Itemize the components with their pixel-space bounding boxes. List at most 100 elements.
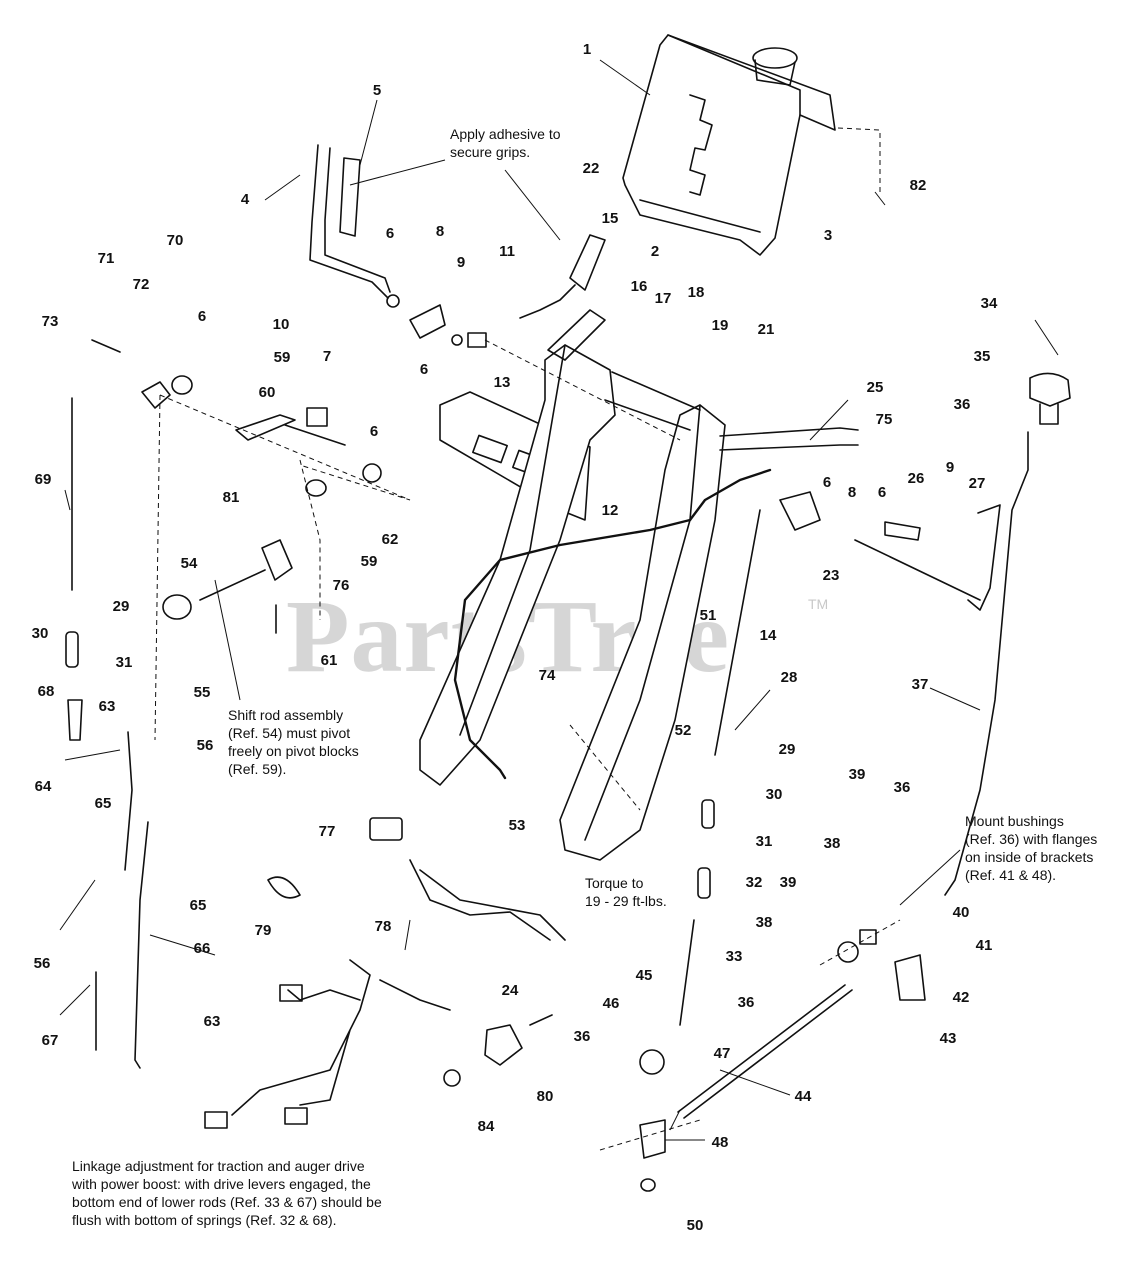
callout-42: 42 — [953, 989, 970, 1006]
callout-37: 37 — [912, 676, 929, 693]
shift-lever-part — [235, 414, 346, 446]
leader-line — [149, 934, 216, 956]
callout-65: 65 — [190, 897, 207, 914]
note-line: 19 - 29 ft-lbs. — [585, 893, 667, 909]
callout-6: 6 — [198, 308, 206, 325]
clip-79-part — [267, 876, 301, 899]
note-line: (Ref. 54) must pivot — [228, 725, 351, 741]
bracket-26-part — [884, 521, 921, 541]
pivot-8r-part — [779, 491, 821, 531]
callout-55: 55 — [194, 684, 211, 701]
rod-66-part — [134, 821, 149, 1069]
note-line: Linkage adjustment for traction and auge… — [72, 1158, 365, 1174]
callout-62: 62 — [382, 531, 399, 548]
callout-31: 31 — [116, 654, 133, 671]
callout-70: 70 — [167, 232, 184, 249]
note-line: (Ref. 41 & 48). — [965, 867, 1057, 883]
callout-66: 66 — [194, 940, 211, 957]
callout-9: 9 — [457, 254, 465, 271]
callout-78: 78 — [375, 918, 392, 935]
callout-14: 14 — [760, 627, 777, 644]
callout-27: 27 — [969, 475, 986, 492]
cable-part — [453, 518, 692, 780]
switch-77-part — [369, 817, 403, 841]
callout-52: 52 — [675, 722, 692, 739]
callout-31: 31 — [756, 833, 773, 850]
pivot-block-part — [306, 407, 328, 427]
callout-63: 63 — [204, 1013, 221, 1030]
callout-65: 65 — [95, 795, 112, 812]
shift-block-part — [261, 539, 293, 581]
callout-39: 39 — [849, 766, 866, 783]
callout-54: 54 — [181, 555, 198, 572]
bracket-48-part — [639, 1119, 666, 1159]
leader-line — [929, 687, 981, 711]
alignment-line — [599, 1119, 701, 1151]
cross-bar-part — [604, 371, 859, 451]
callout-10: 10 — [273, 316, 290, 333]
upper-grip-part — [547, 309, 606, 361]
lever-27-part — [967, 504, 1001, 611]
callout-1: 1 — [583, 41, 591, 58]
callout-67: 67 — [42, 1032, 59, 1049]
pivot-block-lower-part — [305, 479, 327, 497]
leader-line — [59, 984, 91, 1016]
leader-line — [599, 59, 651, 96]
callout-6: 6 — [370, 423, 378, 440]
callout-11: 11 — [499, 243, 515, 260]
right-frame-edge — [584, 404, 701, 841]
note-line: (Ref. 59). — [228, 761, 287, 777]
callout-73: 73 — [42, 313, 59, 330]
callout-15: 15 — [602, 210, 619, 227]
callout-35: 35 — [974, 348, 991, 365]
callout-50: 50 — [687, 1217, 704, 1234]
callout-8: 8 — [436, 223, 444, 240]
callout-81: 81 — [223, 489, 240, 506]
spring-30-part — [65, 631, 79, 668]
note-line: Apply adhesive to — [450, 126, 561, 142]
callout-34: 34 — [981, 295, 998, 312]
callout-19: 19 — [712, 317, 729, 334]
leader-line — [264, 174, 301, 201]
callout-29: 29 — [113, 598, 130, 615]
note-linkage: Linkage adjustment for traction and auge… — [72, 1157, 382, 1229]
callout-75: 75 — [876, 411, 893, 428]
leader-line — [64, 749, 121, 761]
leader-line — [404, 919, 411, 951]
callout-8: 8 — [848, 484, 856, 501]
callout-16: 16 — [631, 278, 648, 295]
note-line: (Ref. 36) with flanges — [965, 831, 1098, 847]
callout-76: 76 — [333, 577, 350, 594]
washer-part-2 — [451, 334, 463, 346]
note-line: secure grips. — [450, 144, 531, 160]
bushing-50-part — [640, 1178, 656, 1192]
callout-84: 84 — [478, 1118, 495, 1135]
callout-22: 22 — [583, 160, 600, 177]
callout-51: 51 — [700, 607, 717, 624]
knob-55-part — [162, 594, 192, 620]
spring-30b-part — [701, 799, 715, 829]
callout-32: 32 — [746, 874, 763, 891]
callout-36: 36 — [954, 396, 971, 413]
bushing-39-part — [859, 929, 877, 945]
leader-line — [874, 191, 886, 206]
screw-24-part — [529, 1014, 553, 1026]
note-adhesive: Apply adhesive to secure grips. — [450, 125, 561, 161]
note-line: freely on pivot blocks — [228, 743, 359, 759]
shaft-27-part — [854, 539, 981, 601]
callout-79: 79 — [255, 922, 272, 939]
note-line: on inside of brackets — [965, 849, 1094, 865]
callout-59: 59 — [361, 553, 378, 570]
callout-33: 33 — [726, 948, 743, 965]
connector-part-1 — [279, 984, 303, 1002]
callout-68: 68 — [38, 683, 55, 700]
callout-56: 56 — [34, 955, 51, 972]
callout-38: 38 — [756, 914, 773, 931]
alignment-line — [569, 724, 641, 811]
callout-6: 6 — [386, 225, 394, 242]
callout-59: 59 — [274, 349, 291, 366]
connector-part-3 — [284, 1107, 308, 1125]
callout-63: 63 — [99, 698, 116, 715]
callout-3: 3 — [824, 227, 832, 244]
